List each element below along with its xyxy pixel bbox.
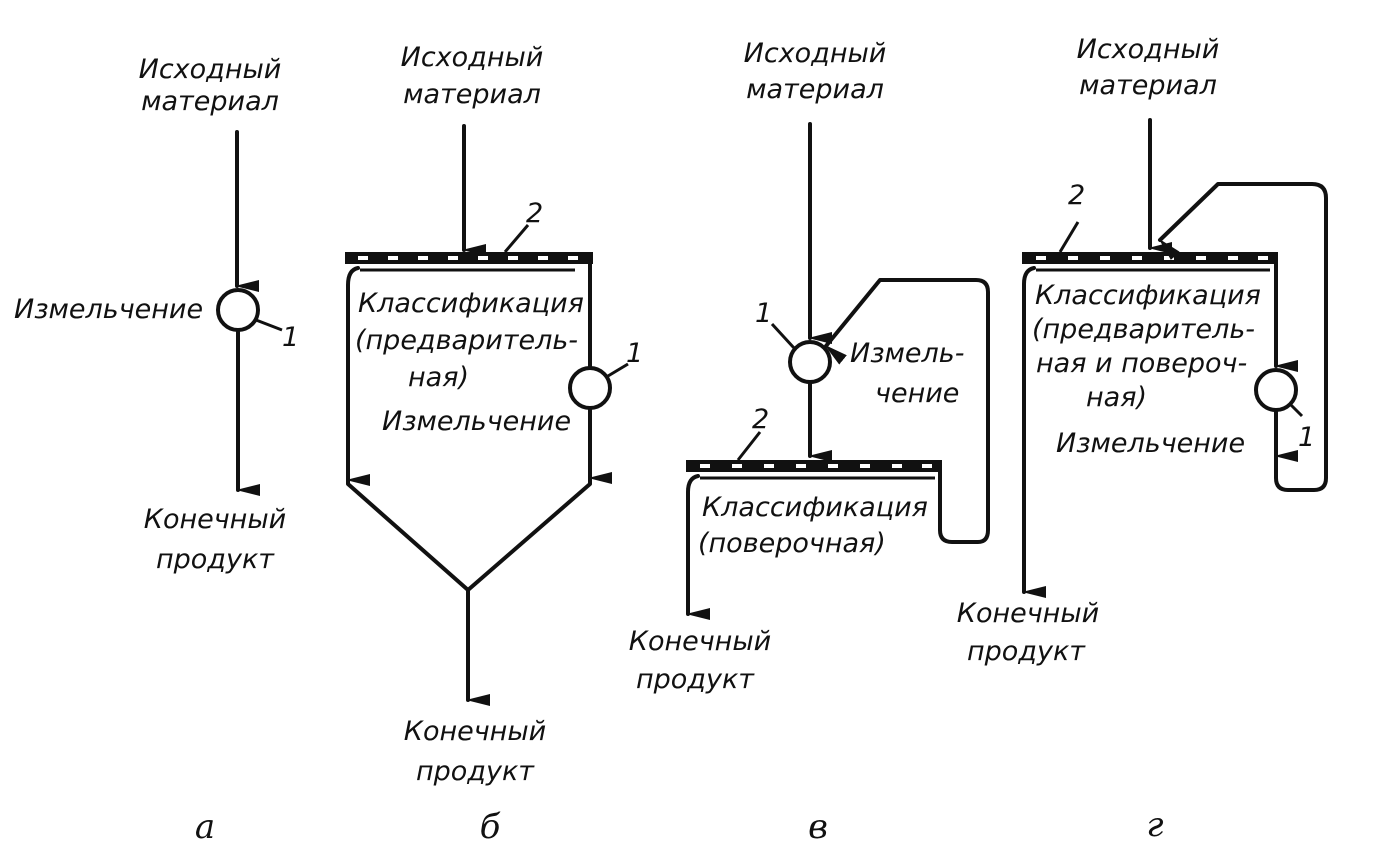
source-label-line1: Исходный bbox=[1077, 34, 1220, 65]
final-label-line1: Конечный bbox=[404, 716, 546, 747]
screen-icon bbox=[345, 252, 593, 264]
product-arrow bbox=[1022, 266, 1046, 598]
screen-icon bbox=[1022, 252, 1278, 264]
mill-icon bbox=[788, 340, 832, 384]
undersize-arrow bbox=[346, 266, 370, 486]
caption-b: б bbox=[480, 807, 501, 847]
grinding-label: Измельчение bbox=[14, 294, 203, 325]
undersize-merge bbox=[346, 478, 470, 592]
screen-number: 2 bbox=[752, 404, 769, 435]
mill-leader-line bbox=[1288, 402, 1304, 418]
source-label-line2: материал bbox=[403, 79, 541, 110]
screen-number: 2 bbox=[1068, 180, 1085, 211]
mill-number: 1 bbox=[626, 338, 643, 369]
mill-number: 1 bbox=[755, 298, 772, 329]
mill-leader-line bbox=[607, 362, 629, 378]
scheme-a: Исходный материал Измельчение 1 Конечный… bbox=[14, 54, 299, 847]
combined-label-line3: ная) bbox=[1086, 382, 1147, 413]
mill-icon bbox=[568, 366, 612, 410]
mill-number: 1 bbox=[282, 322, 299, 353]
final-label-line2: продукт bbox=[416, 756, 535, 787]
caption-g: г bbox=[1146, 805, 1163, 845]
caption-a: а bbox=[195, 807, 215, 847]
source-label-line2: материал bbox=[746, 74, 884, 105]
final-label-line1: Конечный bbox=[957, 598, 1099, 629]
screen-leader-line bbox=[1058, 221, 1080, 253]
final-label-line2: продукт bbox=[636, 664, 755, 695]
mill-merge bbox=[466, 476, 592, 592]
preliminary-label-line2: ная) bbox=[408, 362, 469, 393]
final-label-line1: Конечный bbox=[629, 626, 771, 657]
final-label-line2: продукт bbox=[156, 544, 275, 575]
source-label-line2: материал bbox=[1079, 70, 1217, 101]
final-label-line1: Конечный bbox=[144, 504, 286, 535]
source-label-line1: Исходный bbox=[139, 54, 282, 85]
mill-icon bbox=[216, 288, 260, 332]
source-label-line2: материал bbox=[141, 86, 279, 117]
control-label: (поверочная) bbox=[698, 528, 886, 559]
product-arrow bbox=[686, 474, 710, 620]
source-label-line1: Исходный bbox=[401, 42, 544, 73]
mill-leader-line bbox=[255, 318, 283, 332]
recycle-arrow bbox=[1158, 182, 1328, 492]
screen-number: 2 bbox=[526, 198, 543, 229]
combined-label-line2: ная и повероч- bbox=[1036, 348, 1247, 379]
scheme-v: Исходный материал 1 Измель- чение 2 Клас… bbox=[629, 38, 990, 847]
scheme-g: Исходный материал 2 1 Классификация (пре… bbox=[957, 34, 1328, 845]
grinding-label: Измельчение bbox=[1056, 428, 1245, 459]
screen-icon bbox=[686, 460, 942, 472]
classification-label: Классификация bbox=[702, 492, 928, 523]
screen-leader-line bbox=[503, 224, 530, 253]
mill-leader-line bbox=[770, 322, 796, 350]
final-label-line2: продукт bbox=[967, 636, 1086, 667]
grinding-part2-label: чение bbox=[875, 378, 959, 409]
recycle-arrow bbox=[824, 278, 990, 544]
source-label-line1: Исходный bbox=[744, 38, 887, 69]
caption-v: в bbox=[808, 807, 828, 847]
classification-label: Классификация bbox=[358, 288, 584, 319]
scheme-b: Исходный материал 2 1 Классификация (пре… bbox=[345, 42, 643, 847]
preliminary-label-line1: (предваритель- bbox=[355, 325, 578, 356]
grinding-part1-label: Измель- bbox=[850, 338, 964, 369]
combined-label-line1: (предваритель- bbox=[1032, 314, 1255, 345]
classification-label: Классификация bbox=[1035, 280, 1261, 311]
mill-number: 1 bbox=[1298, 422, 1315, 453]
screen-leader-line bbox=[736, 431, 762, 461]
grinding-label: Измельчение bbox=[382, 406, 571, 437]
